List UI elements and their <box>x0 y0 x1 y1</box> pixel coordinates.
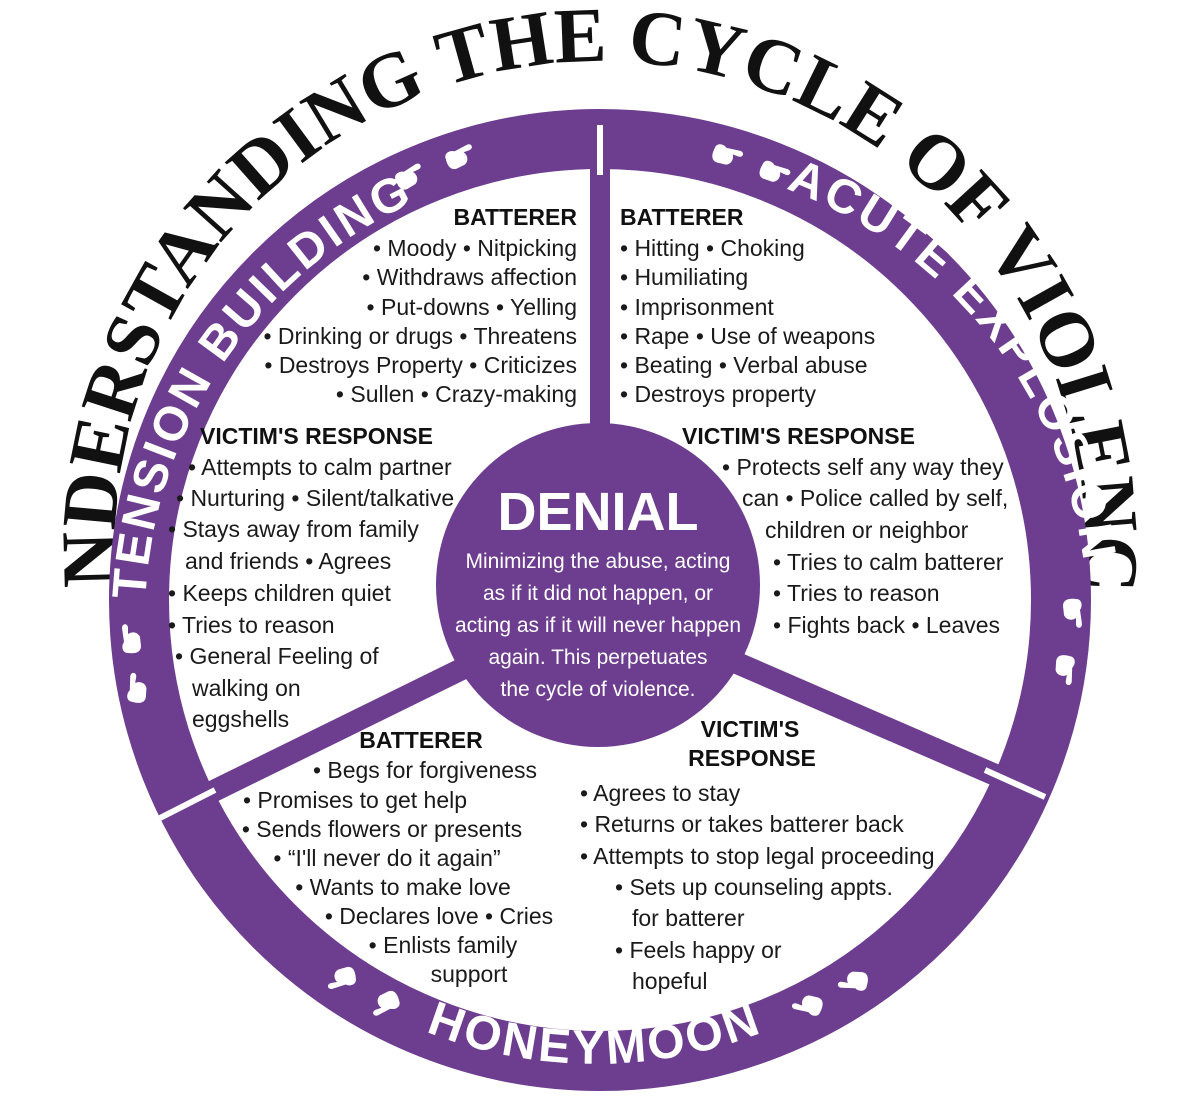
list-item: • Begs for forgiveness <box>313 757 537 783</box>
list-item: for batterer <box>632 905 745 931</box>
list-item: • Hitting • Choking <box>620 235 805 261</box>
list-item: • Humiliating <box>620 264 748 290</box>
tension-victim-list: VICTIM'S RESPONSE • Attempts to calm par… <box>168 423 454 732</box>
list-item: • Fights back • Leaves <box>773 612 1000 638</box>
svg-text:Minimizing the abuse, acting: Minimizing the abuse, acting <box>466 550 731 573</box>
svg-text:as if it did not happen, or: as if it did not happen, or <box>483 582 713 605</box>
list-item: support <box>431 961 508 987</box>
denial-circle <box>436 423 760 747</box>
list-item: • Tries to reason <box>168 612 335 638</box>
list-item: • Sends flowers or presents <box>242 816 522 842</box>
list-item: • Sullen • Crazy-making <box>336 381 577 407</box>
list-item: walking on <box>191 675 301 701</box>
list-item: • Protects self any way they <box>722 454 1004 480</box>
honeymoon-batterer-heading: BATTERER <box>359 727 483 753</box>
list-item: and friends • Agrees <box>185 548 391 574</box>
list-item: • Sets up counseling appts. <box>615 874 893 900</box>
tension-batterer-list: BATTERER • Moody • Nitpicking • Withdraw… <box>263 204 577 407</box>
list-item: • Imprisonment <box>620 294 774 320</box>
list-item: eggshells <box>192 706 289 732</box>
list-item: • Attempts to stop legal proceeding <box>580 843 935 869</box>
acute-batterer-list: BATTERER • Hitting • Choking • Humiliati… <box>620 204 875 407</box>
svg-text:the cycle of violence.: the cycle of violence. <box>501 678 696 701</box>
list-item: • Rape • Use of weapons <box>620 323 875 349</box>
list-item: can • Police called by self, <box>742 485 1008 511</box>
denial-title: DENIAL <box>498 482 699 542</box>
list-item: • Wants to make love <box>295 874 511 900</box>
list-item: • Withdraws affection <box>362 264 577 290</box>
list-item: • Moody • Nitpicking <box>373 235 577 261</box>
list-item: • Nurturing • Silent/talkative <box>176 485 454 511</box>
list-item: • Drinking or drugs • Threatens <box>263 323 577 349</box>
list-item: • Attempts to calm partner <box>188 454 452 480</box>
spoke-left <box>170 655 475 820</box>
list-item: • Feels happy or <box>615 937 782 963</box>
divider-spokes <box>158 120 1047 821</box>
list-item: • Tries to calm batterer <box>773 549 1004 575</box>
acute-victim-heading: VICTIM'S RESPONSE <box>682 423 915 449</box>
list-item: • Destroys Property • Criticizes <box>264 352 577 378</box>
honeymoon-victim-heading-line-2: RESPONSE <box>688 745 816 771</box>
honeymoon-batterer-list: BATTERER • Begs for forgiveness • Promis… <box>242 727 553 987</box>
list-item: • General Feeling of <box>175 643 379 669</box>
acute-batterer-heading: BATTERER <box>620 204 744 230</box>
spoke-right <box>725 649 1035 801</box>
spoke-left-gap <box>158 787 217 821</box>
honeymoon-victim-list: VICTIM'S RESPONSE • Agrees to stay • Ret… <box>580 716 935 994</box>
list-item: • Keeps children quiet <box>168 580 391 606</box>
list-item: hopeful <box>632 968 707 994</box>
list-item: • Promises to get help <box>243 787 467 813</box>
list-item: • Put-downs • Yelling <box>367 294 577 320</box>
acute-victim-list: VICTIM'S RESPONSE • Protects self any wa… <box>682 423 1008 638</box>
honeymoon-victim-heading-line-1: VICTIM'S <box>701 716 800 742</box>
svg-text:acting as if it will never hap: acting as if it will never happen <box>455 614 741 637</box>
denial-description: Minimizing the abuse, acting as if it di… <box>455 550 741 701</box>
list-item: • Returns or takes batterer back <box>580 811 904 837</box>
svg-text:again. This perpetuates: again. This perpetuates <box>488 646 707 669</box>
list-item: • “I'll never do it again” <box>273 845 500 871</box>
tension-batterer-heading: BATTERER <box>453 204 577 230</box>
list-item: • Stays away from family <box>168 516 419 542</box>
list-item: • Declares love • Cries <box>325 903 553 929</box>
spoke-top <box>590 120 610 440</box>
list-item: • Beating • Verbal abuse <box>620 352 868 378</box>
list-item: • Enlists family <box>369 932 518 958</box>
list-item: • Agrees to stay <box>580 780 741 806</box>
list-item: children or neighbor <box>765 517 969 543</box>
spoke-right-gap <box>983 767 1047 800</box>
list-item: • Tries to reason <box>773 580 940 606</box>
list-item: • Destroys property <box>620 381 816 407</box>
tension-victim-heading: VICTIM'S RESPONSE <box>200 423 433 449</box>
